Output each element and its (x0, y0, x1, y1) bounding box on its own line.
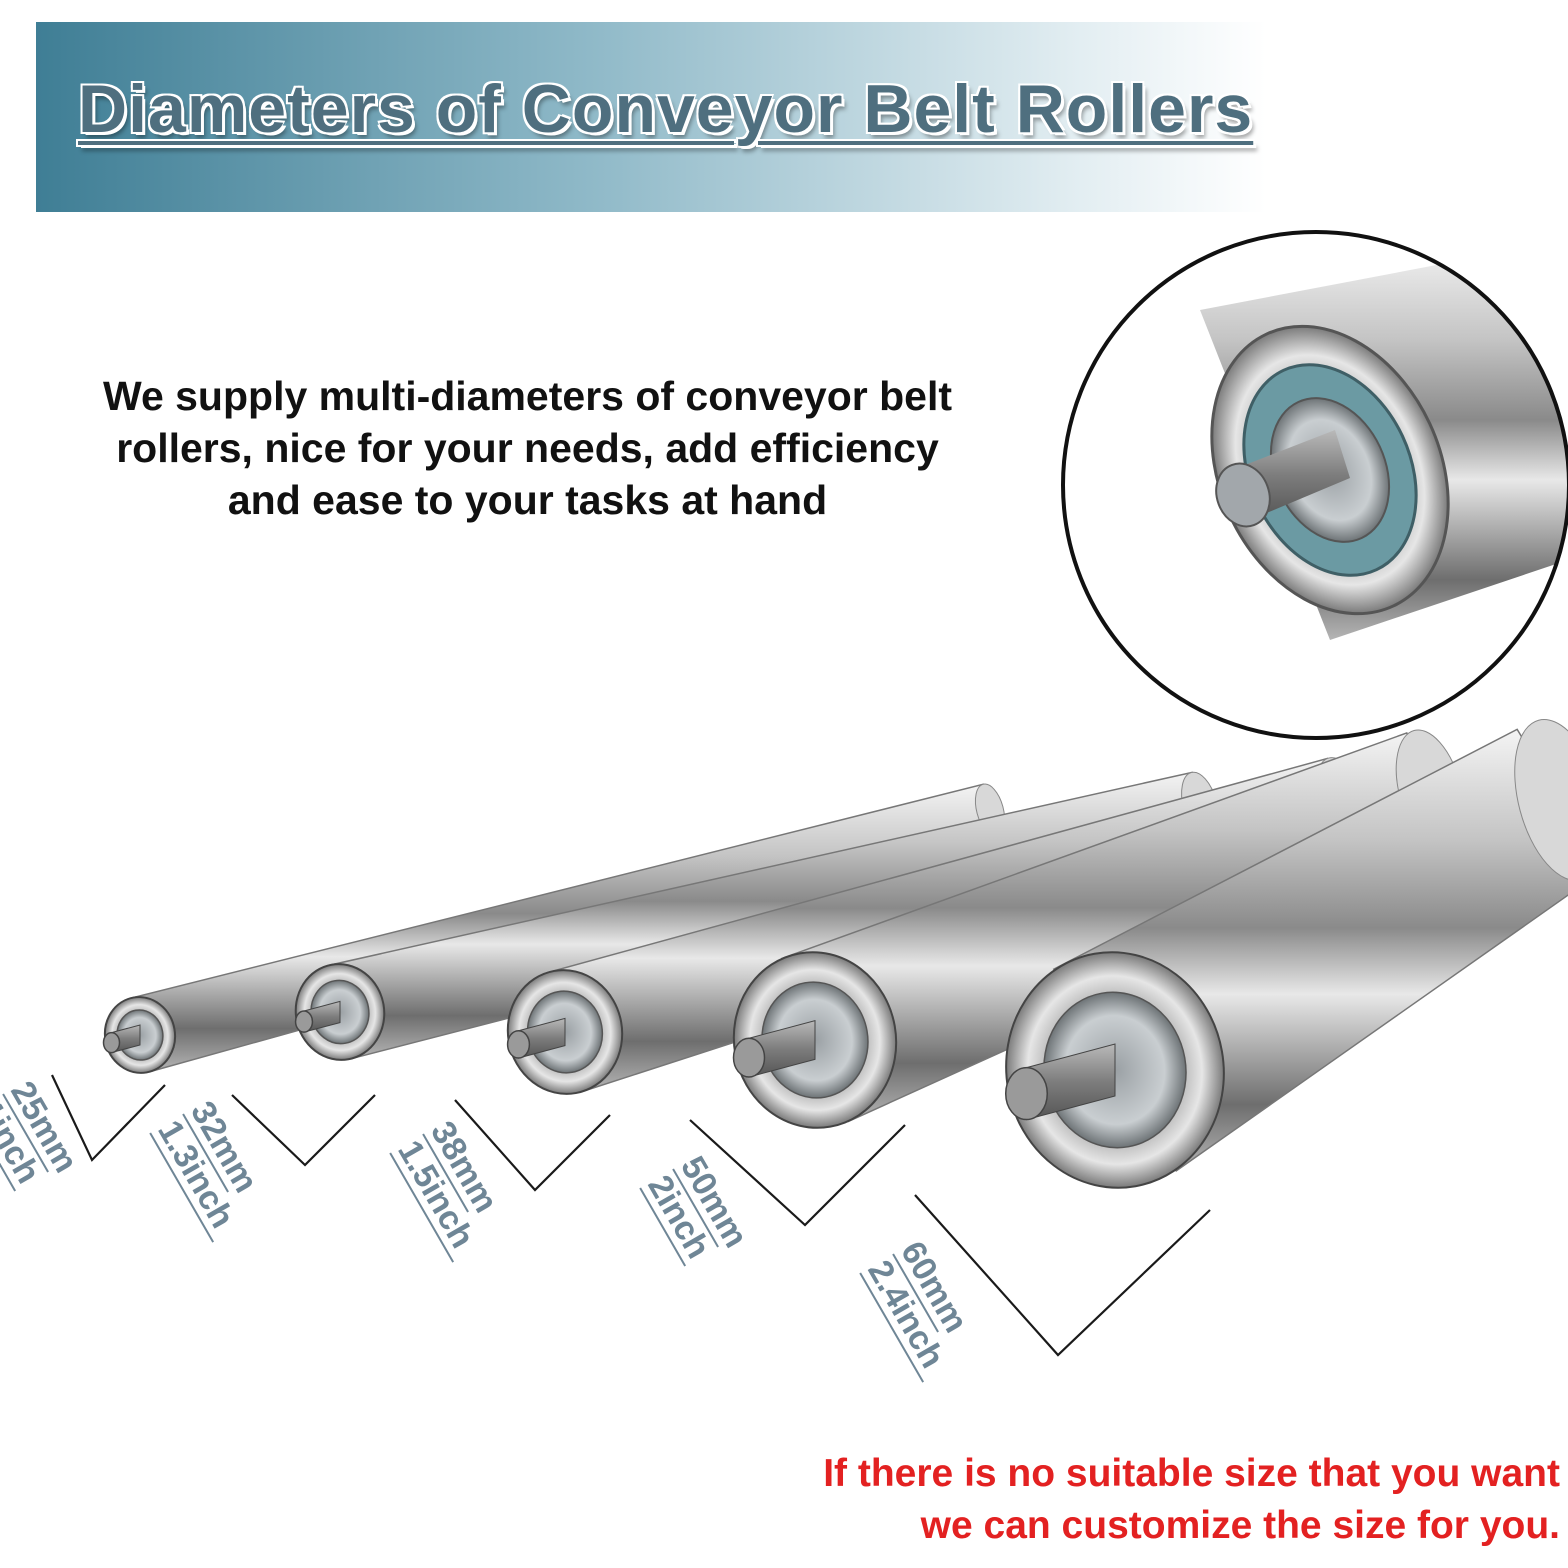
dimension-line-5 (914, 1194, 1211, 1357)
label-underline (2, 1093, 49, 1173)
label-underline (892, 1253, 939, 1333)
closeup-circle-border (1061, 230, 1568, 740)
label-underline (182, 1113, 229, 1193)
footer-line-1: If there is no suitable size that you wa… (823, 1452, 1560, 1495)
footer-line-2: we can customize the size for you. (920, 1504, 1560, 1547)
intro-line-2: rollers, nice for your needs, add effici… (116, 425, 939, 471)
shaft-end (732, 1037, 766, 1078)
customize-note: If there is no suitable size that you wa… (640, 1448, 1560, 1552)
intro-line-3: and ease to your tasks at hand (227, 477, 828, 523)
label-underline (639, 1187, 687, 1267)
intro-line-1: We supply multi-diameters of conveyor be… (102, 373, 953, 419)
label-underline (422, 1133, 469, 1213)
label-underline (0, 1112, 17, 1192)
label-underline (149, 1132, 215, 1243)
page-title: Diameters of Conveyor Belt Rollers (78, 71, 1254, 147)
title-banner (36, 22, 1266, 212)
label-underline (389, 1152, 455, 1263)
roller-closeup-detail (1061, 230, 1568, 740)
roller-5 (1004, 719, 1568, 1189)
rollers-group (102, 719, 1568, 1189)
intro-text: We supply multi-diameters of conveyor be… (40, 370, 1015, 526)
roller-far-end (1514, 719, 1568, 881)
label-underline (859, 1272, 925, 1383)
shaft-end (294, 1010, 314, 1033)
shaft-end (102, 1031, 121, 1054)
dimension-line-1 (51, 1074, 166, 1162)
dimension-line-2 (231, 1094, 376, 1167)
dimension-line-3 (454, 1099, 611, 1192)
shaft-end (1004, 1066, 1049, 1121)
label-underline (672, 1168, 719, 1248)
shaft-end (506, 1030, 531, 1059)
dimension-line-4 (689, 1119, 906, 1227)
